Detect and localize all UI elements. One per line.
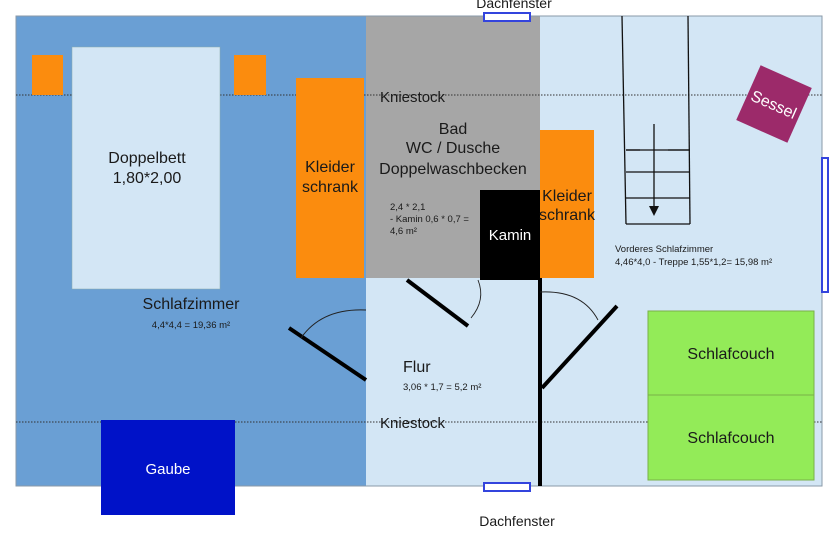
front-bedroom-name: Vorderes Schlafzimmer (615, 244, 713, 255)
front-bedroom-area-text: 4,46*4,0 - Treppe 1,55*1,2= 15,98 m² (615, 257, 772, 268)
sofa-top-label: Schlafcouch (687, 346, 774, 363)
sofa-bottom-label: Schlafcouch (687, 430, 774, 447)
dormer (101, 420, 235, 515)
front-bedroom-door-leaf (540, 304, 619, 390)
wardrobe-right (540, 130, 594, 278)
staircase (621, 15, 691, 225)
bottom-window-label: Dachfenster (479, 513, 555, 529)
kniestock-label-top: Kniestock (380, 89, 446, 106)
bath-door-swing (470, 279, 482, 319)
roof-window-bottom (483, 482, 531, 492)
side-window-right (821, 157, 829, 293)
bath-label-line1: Bad (439, 121, 467, 138)
bedroom-area-text: 4,4*4,4 = 19,36 m² (152, 320, 230, 331)
bedroom-name: Schlafzimmer (143, 296, 241, 313)
pillow-right (234, 55, 266, 95)
roof-window-top (483, 12, 531, 22)
chimney-label: Kamin (489, 227, 532, 244)
wardrobe-left-line1: Kleider (305, 159, 355, 176)
bath-label-line2: WC / Dusche (406, 140, 500, 157)
wardrobe-right-line1: Kleider (542, 188, 592, 205)
double-bed (71, 46, 221, 290)
bath-door-leaf (405, 278, 470, 328)
hallway-area (366, 278, 542, 486)
bath-calc-line3: 4,6 m² (390, 226, 417, 237)
front-door-swing (539, 291, 599, 321)
dormer-label: Gaube (145, 461, 190, 478)
kniestock-label-bottom: Kniestock (380, 415, 446, 432)
wardrobe-right-line2: schrank (539, 207, 596, 224)
wardrobe-left-line2: schrank (302, 179, 359, 196)
pillow-left (32, 55, 63, 95)
bath-calc-line2: - Kamin 0,6 * 0,7 = (390, 214, 469, 225)
hallway-name: Flur (403, 359, 431, 376)
bath-label-line3: Doppelwaschbecken (379, 161, 527, 178)
stairs-arrow (649, 206, 659, 216)
bed-label-line2: 1,80*2,00 (113, 170, 182, 187)
armchair: Sessel (736, 65, 812, 143)
bath-calc-line1: 2,4 * 2,1 (390, 202, 425, 213)
sofa-bottom (647, 394, 815, 481)
bed-label-line1: Doppelbett (108, 150, 186, 167)
bedroom-door-swing (300, 309, 367, 339)
hallway-area-text: 3,06 * 1,7 = 5,2 m² (403, 382, 481, 393)
top-window-label: Dachfenster (476, 0, 552, 11)
wardrobe-left (296, 78, 364, 278)
chimney (480, 190, 540, 280)
